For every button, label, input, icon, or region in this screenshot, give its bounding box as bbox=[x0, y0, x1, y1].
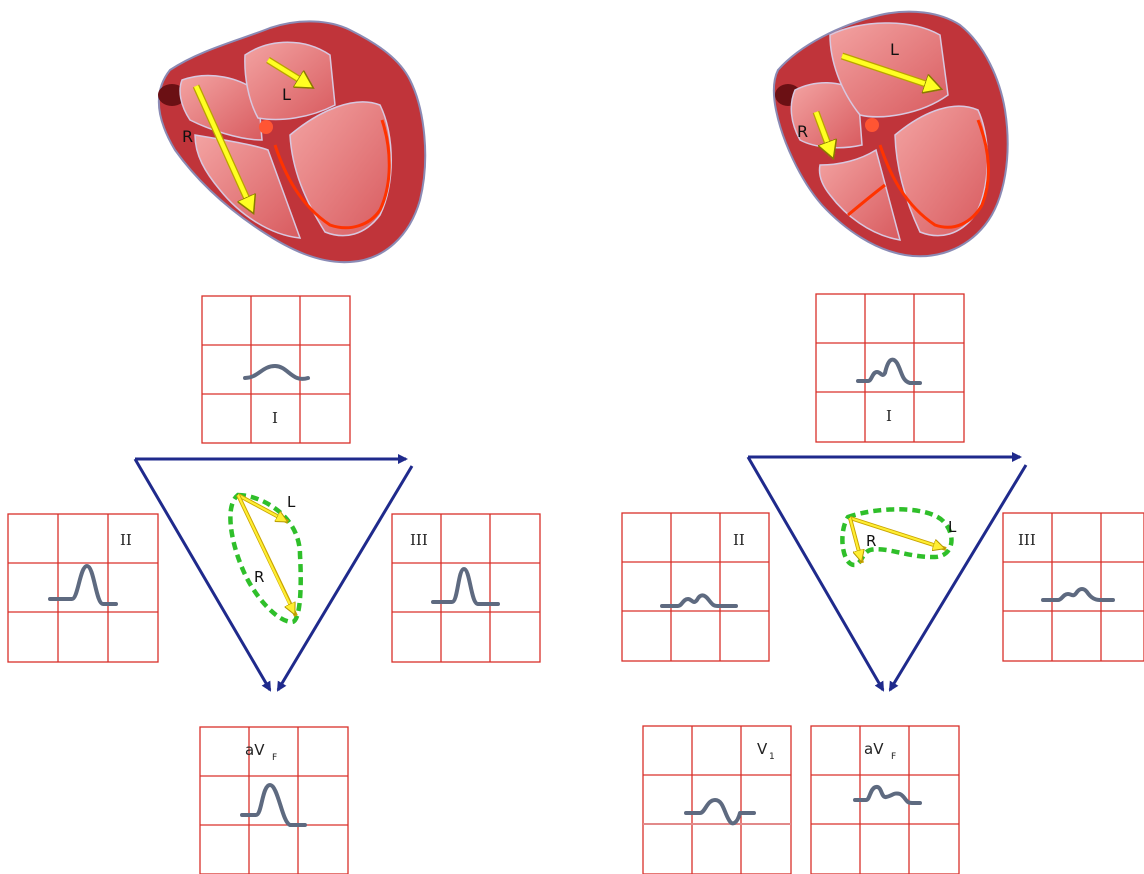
vector-label-l: L bbox=[948, 518, 957, 536]
lead-V1-strip: V 1 bbox=[642, 725, 792, 874]
einthoven-triangle bbox=[746, 452, 1028, 692]
lead-I-waveform bbox=[243, 364, 310, 381]
lead-II-waveform bbox=[48, 564, 118, 606]
lead-III-label: III bbox=[1018, 531, 1036, 549]
lead-I-strip: I bbox=[815, 293, 965, 443]
lead-I-label: I bbox=[886, 407, 892, 425]
axis-lead-II-arrow bbox=[133, 458, 272, 692]
lead-III-waveform bbox=[1041, 587, 1115, 602]
lead-aVF-subscript: F bbox=[891, 752, 896, 762]
axis-lead-III-arrow bbox=[276, 465, 414, 692]
lead-aVF-subscript: F bbox=[272, 753, 277, 763]
heart-arrow-r bbox=[193, 85, 252, 210]
vector-l bbox=[237, 494, 286, 521]
left-ventricle bbox=[289, 101, 392, 237]
left-panel: R L I L R bbox=[7, 20, 541, 874]
lead-aVF-label: aV bbox=[245, 741, 265, 759]
heart-illustration: L R bbox=[772, 10, 1009, 258]
einthoven-triangle bbox=[133, 454, 414, 692]
lead-III-waveform bbox=[431, 567, 500, 606]
vector-l bbox=[849, 516, 943, 548]
heart-arrow-l bbox=[841, 53, 938, 88]
lead-II-label: II bbox=[733, 531, 745, 549]
lead-aVF-strip: aV F bbox=[810, 725, 960, 874]
av-node bbox=[259, 120, 273, 134]
axis-lead-III-arrow bbox=[888, 464, 1028, 692]
conduction-pathway bbox=[273, 119, 391, 230]
lead-I-strip: I bbox=[201, 295, 351, 444]
lead-II-waveform bbox=[660, 593, 738, 608]
lead-aVF-strip: aV F bbox=[199, 726, 349, 874]
lead-V1-subscript: 1 bbox=[769, 752, 775, 762]
heart-arrow-r bbox=[813, 111, 832, 155]
lead-aVF-waveform bbox=[853, 785, 922, 805]
vector-label-r: R bbox=[254, 568, 264, 586]
lead-V1-label: V bbox=[757, 740, 768, 758]
lead-II-label: II bbox=[120, 531, 132, 549]
heart-illustration: R L bbox=[157, 20, 427, 264]
right-ventricle bbox=[194, 134, 302, 239]
vena-cava bbox=[158, 84, 186, 106]
heart-label-r: R bbox=[182, 127, 193, 146]
vector-r bbox=[237, 494, 294, 613]
left-atrium bbox=[244, 41, 336, 121]
vector-label-r: R bbox=[866, 532, 876, 550]
lead-III-strip: III bbox=[391, 513, 541, 663]
heart-label-r: R bbox=[797, 122, 808, 141]
lead-V1-waveform bbox=[684, 798, 756, 826]
vector-loop: L R bbox=[228, 492, 303, 625]
av-node bbox=[865, 118, 879, 132]
lead-II-strip: II bbox=[7, 513, 159, 663]
lead-aVF-label: aV bbox=[864, 740, 884, 758]
conduction-branch bbox=[847, 183, 886, 217]
vector-loop-path bbox=[840, 507, 954, 568]
heart-arrow-l bbox=[266, 58, 310, 86]
lead-III-strip: III bbox=[1002, 512, 1144, 662]
vector-loop: L R bbox=[840, 507, 957, 568]
heart-label-l: L bbox=[282, 85, 291, 104]
heart-label-l: L bbox=[890, 40, 899, 59]
lead-I-label: I bbox=[272, 409, 278, 427]
vector-label-l: L bbox=[287, 493, 296, 511]
lead-I-waveform bbox=[856, 357, 922, 385]
lead-III-label: III bbox=[410, 531, 428, 549]
conduction-pathway bbox=[878, 119, 990, 229]
right-ventricle bbox=[818, 148, 902, 241]
axis-lead-II-arrow bbox=[746, 456, 885, 692]
lead-II-strip: II bbox=[621, 512, 770, 662]
right-panel: L R I L R bbox=[621, 10, 1144, 874]
vector-r bbox=[848, 517, 861, 560]
lead-aVF-waveform bbox=[240, 783, 307, 827]
